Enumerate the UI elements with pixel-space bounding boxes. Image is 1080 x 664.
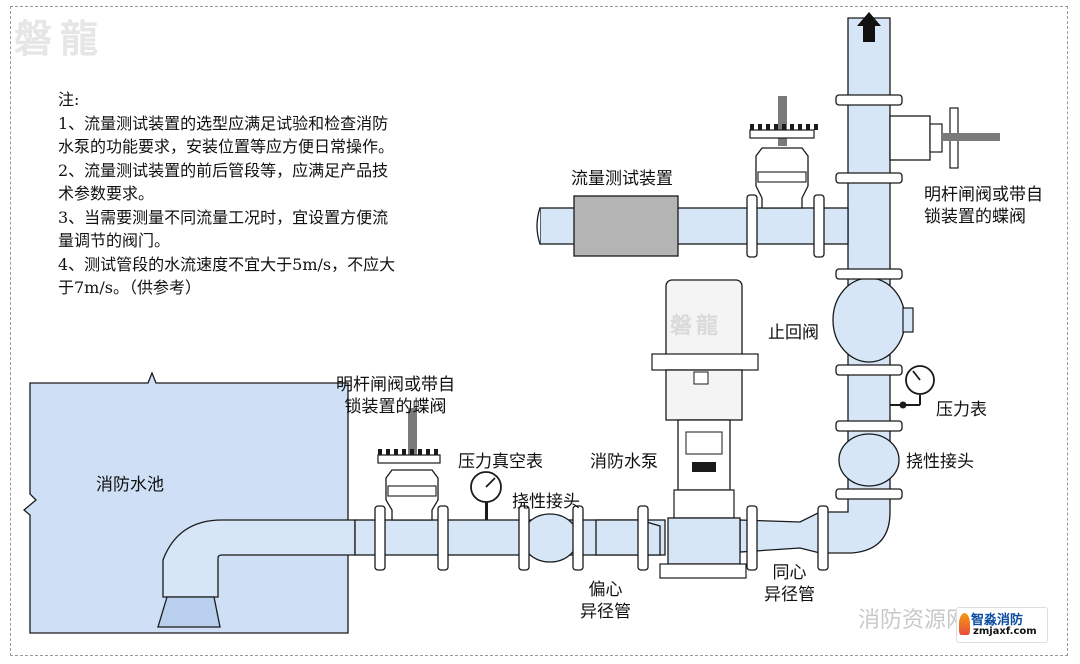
flange [835,420,903,432]
handwheel-tooth [790,124,794,130]
label-gate-valve-top: 明杆闸阀或带自 锁装置的蝶阀 [924,184,1043,228]
handwheel-tooth [434,449,438,455]
label-vacuum-gauge: 压力真空表 [458,452,543,472]
flange [813,194,825,258]
diagram-frame [10,6,1068,656]
note-line: 注: [58,90,80,109]
handwheel-tooth [798,124,802,130]
handwheel-tooth [758,124,762,130]
label-flex-joint-right: 挠性接头 [906,452,974,472]
label-line: 同心 [772,563,807,583]
pipe-flanges [374,94,903,571]
flange [437,505,449,571]
flex-joint-right [838,433,900,487]
note-line: 3、当需要测量不同流量工况时，宜设置方便流 [58,207,389,227]
flange [637,505,649,571]
flange [572,505,584,571]
label-flow-device: 流量测试装置 [571,169,673,189]
label-line: 明杆闸阀或带自 [924,185,1043,205]
flange [835,94,903,106]
flex-joint-left [521,513,579,563]
label-line: 明杆闸阀或带自 [336,375,455,395]
pump-logo: 磐龍 [670,314,723,339]
label-pressure-gauge: 压力表 [936,400,987,420]
check-valve [832,277,906,363]
gate-valve-side [889,107,1000,169]
handwheel-tooth [814,124,818,130]
check-valve-cap [902,307,914,333]
note-line: 术参数要求。 [58,184,155,203]
handwheel-tooth [394,449,398,455]
handwheels [378,124,818,455]
flow-test-device [573,195,679,257]
watermark-text: 消防资源网 [858,608,969,633]
label-concentric-reducer: 同心 异径管 [764,562,815,606]
note-line: 1、流量测试装置的选型应满足试验和检查消防 [58,113,389,133]
handwheel-tooth [750,124,754,130]
label-line: 锁装置的蝶阀 [344,397,447,417]
notes-block: 注: 1、流量测试装置的选型应满足试验和检查消防 水泵的功能要求，安装位置等应方… [58,88,488,300]
handwheel-tooth [806,124,810,130]
brand-logo: 磐龍 [14,16,107,61]
site-badge: 智淼消防 zmjaxf.com [956,607,1048,643]
handwheel-tooth [402,449,406,455]
handwheel-tooth [782,124,786,130]
label-fire-pool: 消防水池 [96,475,164,495]
gate-valve-top [749,96,815,209]
handwheel-tooth [418,449,422,455]
flange [835,364,903,376]
pressure-gauge [890,365,935,409]
handwheel-tooth [386,449,390,455]
label-eccentric-reducer: 偏心 异径管 [580,579,631,623]
note-line: 于7m/s。（供参考） [58,278,201,297]
flange [746,505,758,571]
label-pump: 消防水泵 [590,452,658,472]
handwheel-tooth [766,124,770,130]
label-line: 偏心 [588,580,623,600]
flange [835,488,903,500]
flange [835,172,903,184]
badge-title: 智淼消防 [971,613,1024,628]
label-gate-valve-bottom: 明杆闸阀或带自 锁装置的蝶阀 [336,374,455,418]
label-line: 锁装置的蝶阀 [924,207,1026,227]
label-check-valve: 止回阀 [768,323,819,343]
eccentric-reducer [595,519,661,556]
note-line: 水泵的功能要求，安装位置等应方便日常操作。 [58,137,395,156]
note-line: 2、流量测试装置的前后管段等，应满足产品技 [58,160,389,180]
label-line: 异径管 [580,602,631,622]
flange [374,505,386,571]
flange [518,505,530,571]
foot-bellmouth [157,596,221,628]
badge-url: zmjaxf.com [973,626,1037,637]
flange [817,505,829,571]
flow-arrow-icon [857,12,881,42]
test-pipe-end [536,207,541,245]
vacuum-gauge [470,471,502,520]
handwheel-tooth [378,449,382,455]
handwheel-tooth [774,124,778,130]
flame-icon [959,613,970,635]
fire-pump [651,279,759,579]
gate-valve-bottom [377,408,441,521]
label-line: 异径管 [764,585,815,605]
handwheel-tooth [410,449,414,455]
note-line: 4、测试管段的水流速度不宜大于5m/s，不应大 [58,254,396,274]
flange [746,194,758,258]
handwheel-tooth [426,449,430,455]
discharge-pipe [739,17,891,554]
note-line: 量调节的阀门。 [58,231,171,250]
flange [835,268,903,280]
label-flex-joint-left: 挠性接头 [512,492,580,512]
fire-pool [22,371,349,634]
